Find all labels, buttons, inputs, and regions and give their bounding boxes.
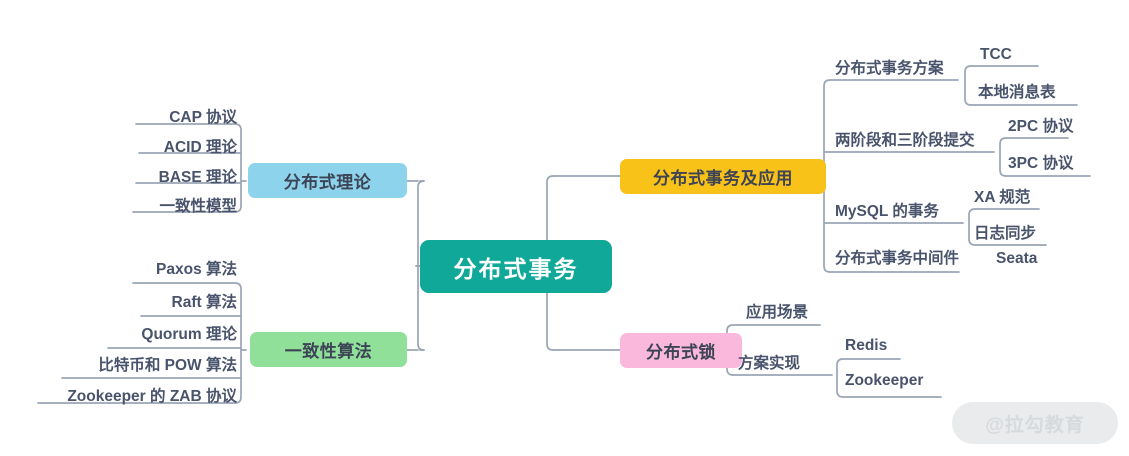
leaf-acid-theory-label: ACID 理论 <box>163 139 237 156</box>
leaf-log-sync-label: 日志同步 <box>974 225 1037 242</box>
leaf-paxos-algorithm[interactable]: Paxos 算法 <box>17 262 237 278</box>
connector-transaction-children-spine <box>823 79 960 273</box>
leaf-scheme-implementation-label: 方案实现 <box>738 355 801 372</box>
leaf-distributed-transaction-middleware-label: 分布式事务中间件 <box>835 250 960 267</box>
leaf-base-theory[interactable]: BASE 理论 <box>37 170 237 186</box>
leaf-distributed-transaction-scheme-label: 分布式事务方案 <box>835 60 944 77</box>
leaf-quorum-theory-label: Quorum 理论 <box>141 326 237 343</box>
leaf-raft-algorithm[interactable]: Raft 算法 <box>17 295 237 311</box>
branch-node-distributed-lock-label: 分布式锁 <box>646 343 716 362</box>
leaf-tcc[interactable]: TCC <box>980 47 1012 63</box>
leaf-raft-algorithm-label: Raft 算法 <box>171 294 237 311</box>
branch-node-distributed-theory[interactable]: 分布式理论 <box>248 163 407 198</box>
leaf-zookeeper-zab-protocol[interactable]: Zookeeper 的 ZAB 协议 <box>17 389 237 405</box>
leaf-local-message-table[interactable]: 本地消息表 <box>978 85 1056 101</box>
leaf-distributed-transaction-middleware[interactable]: 分布式事务中间件 <box>835 251 959 267</box>
leaf-2pc-protocol-label: 2PC 协议 <box>1008 118 1074 135</box>
branch-node-distributed-transaction-app[interactable]: 分布式事务及应用 <box>620 159 826 194</box>
branch-node-consistency-algorithm[interactable]: 一致性算法 <box>250 332 407 367</box>
leaf-mysql-transaction[interactable]: MySQL 的事务 <box>835 204 939 220</box>
root-node-label: 分布式事务 <box>453 255 579 282</box>
leaf-zookeeper-label: Zookeeper <box>845 372 924 389</box>
branch-node-distributed-theory-label: 分布式理论 <box>283 173 372 192</box>
branch-node-distributed-transaction-app-label: 分布式事务及应用 <box>653 169 793 188</box>
leaf-paxos-algorithm-label: Paxos 算法 <box>156 261 237 278</box>
leaf-xa-specification[interactable]: XA 规范 <box>974 190 1030 206</box>
leaf-seata-label: Seata <box>996 250 1038 267</box>
leaf-zookeeper[interactable]: Zookeeper <box>845 373 923 389</box>
leaf-seata[interactable]: Seata <box>996 251 1037 267</box>
leaf-two-three-phase-commit-label: 两阶段和三阶段提交 <box>835 132 975 149</box>
leaf-xa-specification-label: XA 规范 <box>974 189 1031 206</box>
leaf-acid-theory[interactable]: ACID 理论 <box>37 140 237 156</box>
leaf-application-scenario[interactable]: 应用场景 <box>746 305 808 321</box>
branch-node-distributed-lock[interactable]: 分布式锁 <box>620 333 742 368</box>
leaf-distributed-transaction-scheme[interactable]: 分布式事务方案 <box>835 61 944 77</box>
leaf-redis[interactable]: Redis <box>845 338 887 354</box>
leaf-mysql-transaction-label: MySQL 的事务 <box>835 203 939 220</box>
leaf-scheme-implementation[interactable]: 方案实现 <box>738 356 800 372</box>
leaf-tcc-label: TCC <box>980 46 1012 63</box>
leaf-base-theory-label: BASE 理论 <box>158 169 237 186</box>
leaf-3pc-protocol-label: 3PC 协议 <box>1008 155 1074 172</box>
leaf-3pc-protocol[interactable]: 3PC 协议 <box>1008 156 1073 172</box>
leaf-consistency-model-label: 一致性模型 <box>159 198 237 215</box>
leaf-cap-protocol-label: CAP 协议 <box>169 109 237 126</box>
leaf-bitcoin-pow-algorithm-label: 比特币和 POW 算法 <box>98 357 237 374</box>
leaf-zookeeper-zab-protocol-label: Zookeeper 的 ZAB 协议 <box>67 388 237 405</box>
leaf-2pc-protocol[interactable]: 2PC 协议 <box>1008 119 1073 135</box>
leaf-redis-label: Redis <box>845 337 888 354</box>
leaf-local-message-table-label: 本地消息表 <box>978 84 1056 101</box>
leaf-consistency-model[interactable]: 一致性模型 <box>37 199 237 215</box>
leaf-log-sync[interactable]: 日志同步 <box>974 226 1036 242</box>
leaf-quorum-theory[interactable]: Quorum 理论 <box>17 327 237 343</box>
leaf-application-scenario-label: 应用场景 <box>746 304 809 321</box>
root-node[interactable]: 分布式事务 <box>420 240 612 293</box>
leaf-two-three-phase-commit[interactable]: 两阶段和三阶段提交 <box>835 133 975 149</box>
leaf-cap-protocol[interactable]: CAP 协议 <box>37 110 237 126</box>
branch-node-consistency-algorithm-label: 一致性算法 <box>284 342 373 361</box>
watermark: @拉勾教育 <box>952 402 1118 444</box>
watermark-label: @拉勾教育 <box>985 414 1085 436</box>
leaf-bitcoin-pow-algorithm[interactable]: 比特币和 POW 算法 <box>17 358 237 374</box>
